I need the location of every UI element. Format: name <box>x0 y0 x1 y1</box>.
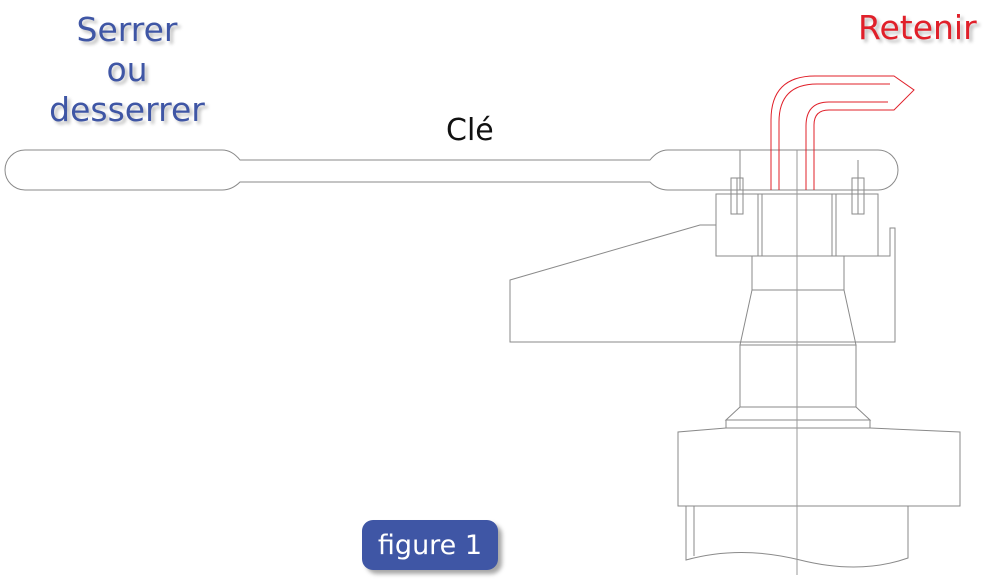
holding-key <box>770 75 915 190</box>
wrench-label: Clé <box>446 113 494 148</box>
lower-shaft <box>685 506 909 568</box>
hold-label: Retenir <box>858 8 977 47</box>
main-body <box>509 224 896 343</box>
tighten-label-line1: Serrer <box>76 10 178 49</box>
wrench-handle <box>4 149 899 191</box>
figure-badge: figure 1 <box>362 520 498 570</box>
stem <box>739 344 857 408</box>
lower-collar <box>677 427 961 507</box>
hub-upper <box>751 255 845 291</box>
tighten-label-line3: desserrer <box>49 90 205 129</box>
tighten-label-line2: ou <box>106 50 148 89</box>
